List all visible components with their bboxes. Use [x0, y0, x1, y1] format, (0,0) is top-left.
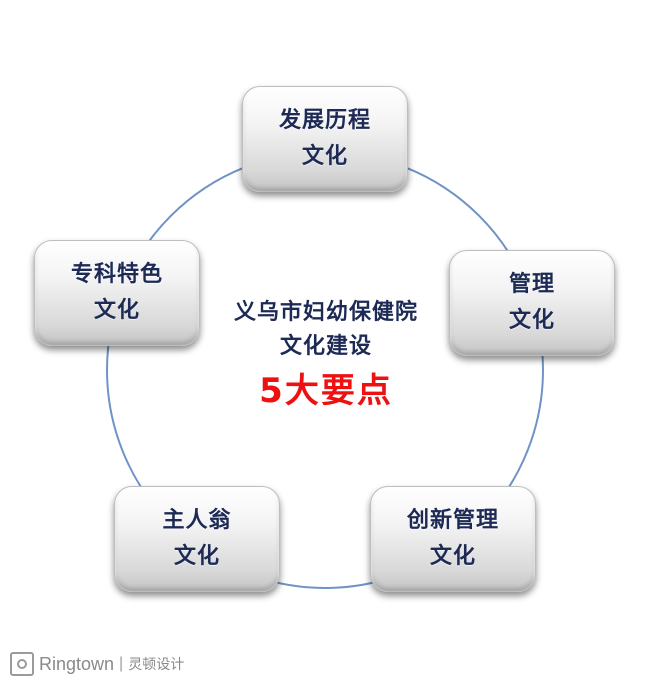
- node-label-line1: 管理: [508, 272, 555, 297]
- node-specialty-culture: 专科特色 文化: [34, 240, 200, 346]
- node-history-culture: 发展历程 文化: [242, 86, 408, 192]
- center-title-line1: 义乌市妇幼保健院: [233, 300, 418, 325]
- ringtown-logo: Ringtown | 灵顿设计: [10, 650, 184, 678]
- node-label-line2: 文化: [301, 144, 348, 169]
- logo-mark-icon: [10, 652, 34, 676]
- node-label-line1: 主人翁: [162, 508, 232, 533]
- logo-brand: Ringtown: [39, 653, 115, 674]
- center-title: 义乌市妇幼保健院 文化建设 5大要点: [218, 296, 434, 416]
- node-label-line2: 文化: [173, 544, 220, 569]
- node-management-culture: 管理 文化: [449, 250, 615, 356]
- node-label-line1: 发展历程: [278, 108, 371, 133]
- node-ownership-culture: 主人翁 文化: [114, 486, 280, 592]
- node-label-line2: 文化: [508, 308, 555, 333]
- logo-separator: |: [119, 655, 124, 672]
- node-label-line1: 专科特色: [70, 262, 163, 287]
- center-title-line2: 文化建设: [279, 334, 372, 359]
- logo-chinese: 灵顿设计: [128, 657, 185, 673]
- node-label-line1: 创新管理: [406, 508, 499, 533]
- node-label-line2: 文化: [93, 298, 140, 323]
- center-highlight: 5大要点: [259, 371, 393, 411]
- node-label-line2: 文化: [429, 544, 476, 569]
- node-innovation-culture: 创新管理 文化: [370, 486, 536, 592]
